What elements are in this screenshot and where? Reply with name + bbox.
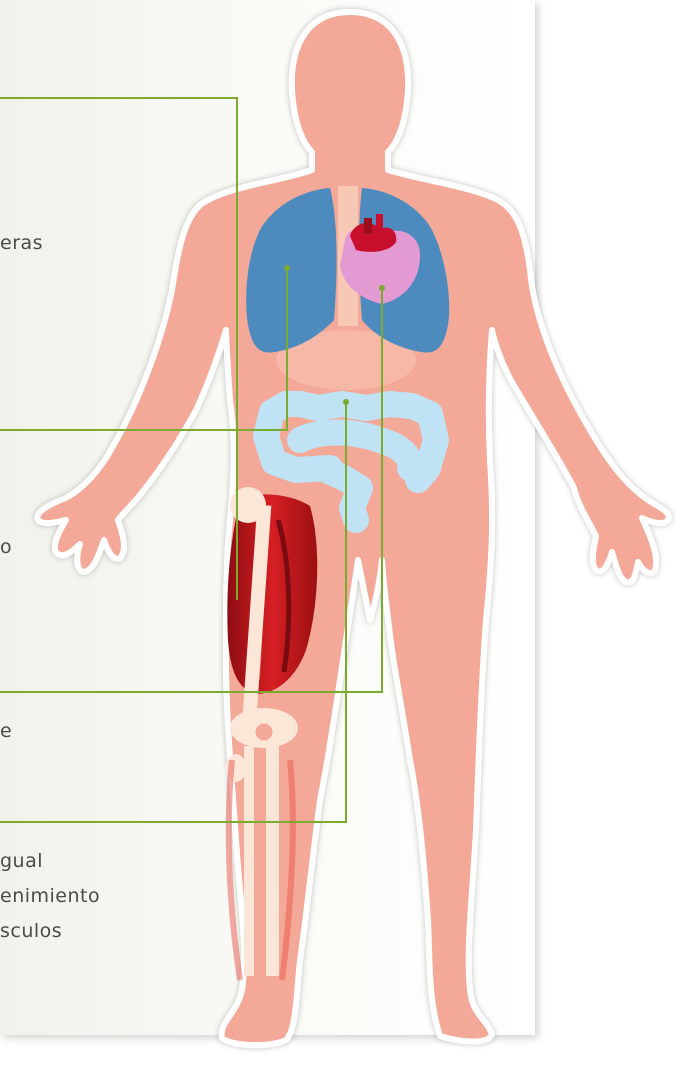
label-heart: e — [0, 716, 12, 747]
label-intestine-3: sculos — [0, 916, 62, 947]
label-lungs: eras — [0, 228, 43, 259]
label-intestine-2: enimiento — [0, 881, 100, 912]
label-muscle: o — [0, 532, 12, 563]
label-intestine-1: gual — [0, 846, 43, 877]
